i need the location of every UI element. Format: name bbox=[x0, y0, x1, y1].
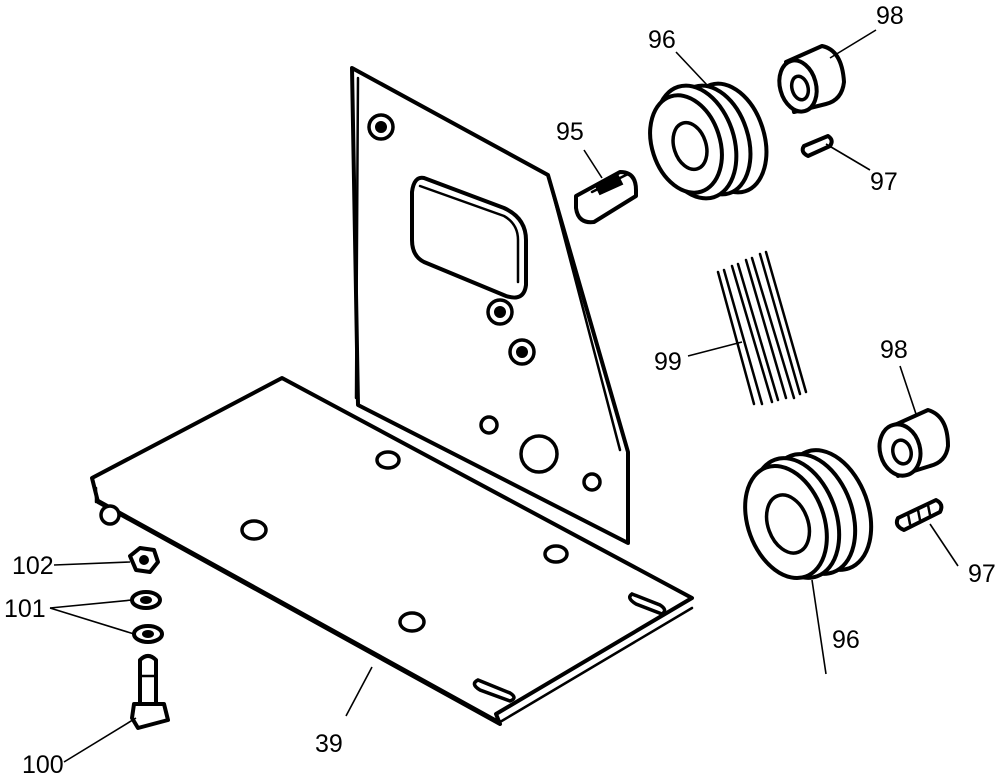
upper-pulley bbox=[648, 81, 769, 201]
v-belts bbox=[716, 250, 808, 406]
leader-lines bbox=[49, 29, 959, 763]
upper-set-screw bbox=[800, 134, 834, 158]
callout-39: 39 bbox=[315, 730, 343, 758]
base-plate bbox=[90, 376, 694, 726]
hex-nut bbox=[128, 546, 160, 574]
callout-99: 99 bbox=[654, 348, 682, 376]
callout-96-bottom: 96 bbox=[832, 626, 860, 654]
callout-100: 100 bbox=[22, 751, 64, 779]
callout-96-top: 96 bbox=[648, 26, 676, 54]
plate-stud-nut-middle bbox=[486, 298, 514, 326]
callout-98-top: 98 bbox=[876, 2, 904, 30]
callout-101: 101 bbox=[4, 595, 46, 623]
plate-stud-nut-lower bbox=[508, 338, 536, 366]
lower-pulley bbox=[743, 448, 874, 581]
callout-97-bottom: 97 bbox=[968, 560, 996, 588]
callout-97-top: 97 bbox=[870, 168, 898, 196]
plate-stud-nut-top bbox=[367, 113, 395, 141]
vertical-mounting-plate bbox=[350, 66, 630, 545]
hex-bolt bbox=[130, 654, 170, 730]
washer-upper bbox=[130, 590, 162, 610]
callout-95: 95 bbox=[556, 118, 584, 146]
shaft-key bbox=[574, 170, 638, 225]
callout-labels: 39 95 96 96 97 97 98 98 99 100 101 102 bbox=[4, 2, 996, 779]
upper-bushing bbox=[777, 44, 846, 114]
callout-102: 102 bbox=[12, 552, 54, 580]
callout-98-bottom: 98 bbox=[880, 336, 908, 364]
lower-bushing bbox=[877, 408, 950, 478]
lower-set-screw bbox=[894, 498, 944, 532]
washer-lower bbox=[132, 624, 164, 644]
